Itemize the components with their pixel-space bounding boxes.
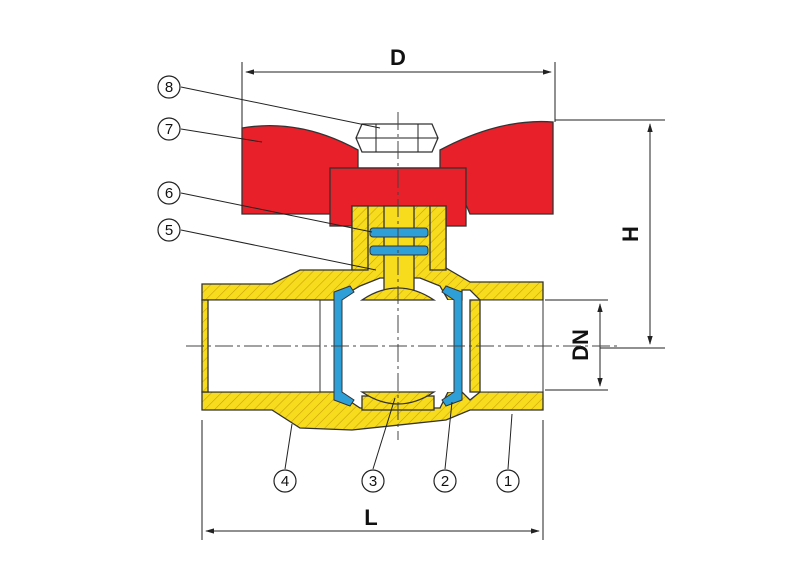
callout-7: 7 <box>157 117 181 141</box>
nut <box>355 123 439 153</box>
dimension-l: L <box>201 420 544 540</box>
callout-leaders <box>180 86 513 470</box>
center-lines <box>186 112 620 440</box>
callout-1: 1 <box>496 469 520 493</box>
dimension-h: H <box>555 119 665 349</box>
callout-2: 2 <box>433 469 457 493</box>
callout-6-label: 6 <box>165 185 173 202</box>
callout-5: 5 <box>157 218 181 242</box>
callout-3-label: 3 <box>369 473 377 490</box>
callout-8-label: 8 <box>165 79 173 96</box>
dimension-d-label: D <box>390 45 406 70</box>
callout-5-label: 5 <box>165 222 173 239</box>
callout-1-label: 1 <box>504 473 512 490</box>
callout-4-label: 4 <box>281 473 289 490</box>
stem-o-rings <box>369 227 429 256</box>
callout-6: 6 <box>157 181 181 205</box>
seats <box>333 285 463 407</box>
callout-7-label: 7 <box>165 121 173 138</box>
dimension-dn: DN <box>545 299 608 391</box>
dimension-h-label: H <box>618 226 643 242</box>
dimension-dn-label: DN <box>568 329 593 361</box>
dimension-d: D <box>241 45 556 128</box>
dimension-l-label: L <box>364 505 377 530</box>
callout-4: 4 <box>273 469 297 493</box>
callout-2-label: 2 <box>441 473 449 490</box>
callout-8: 8 <box>157 75 181 99</box>
callout-3: 3 <box>361 469 385 493</box>
